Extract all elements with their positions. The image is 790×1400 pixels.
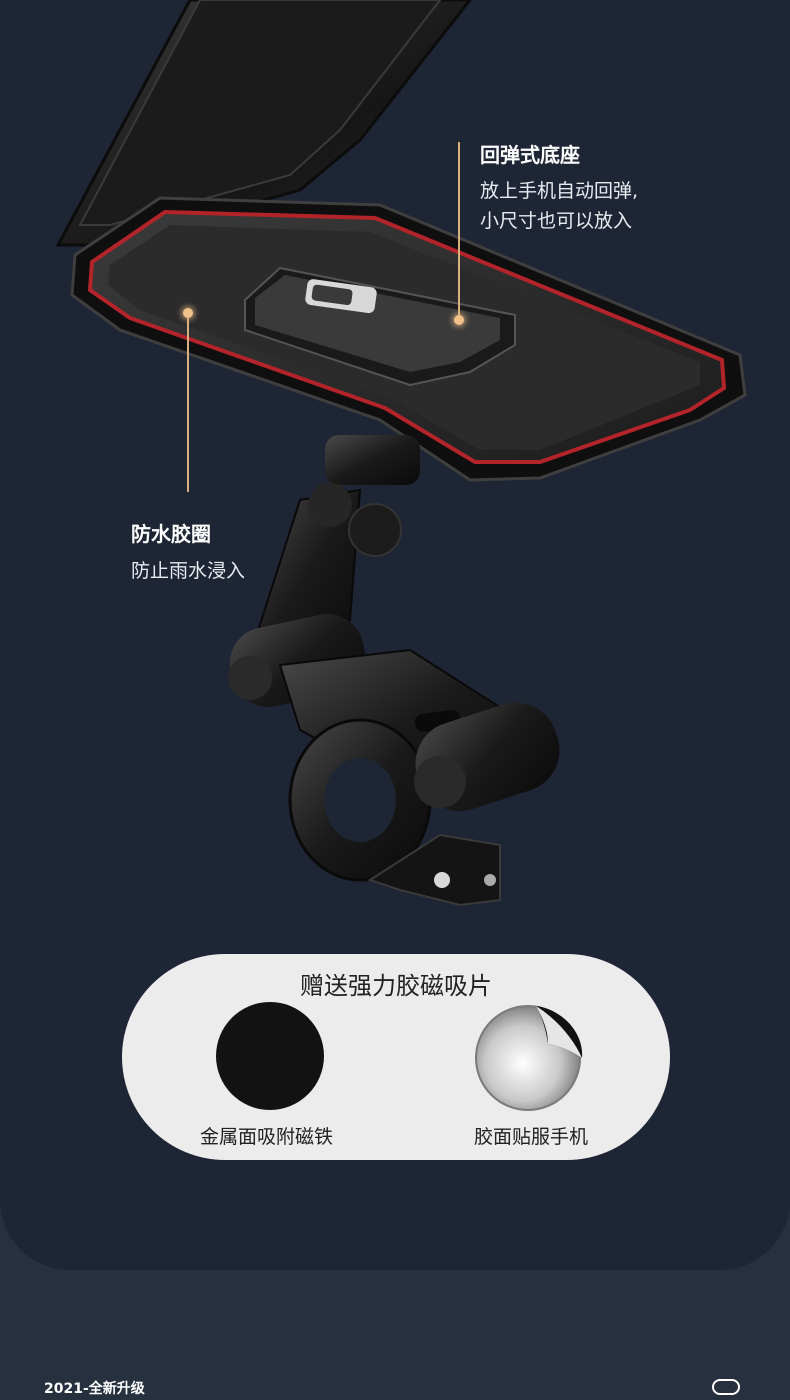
seal-callout-title: 防水胶圈 (131, 522, 211, 546)
base-callout-line-2: 小尺寸也可以放入 (480, 210, 633, 232)
magnet-disc-image (216, 1002, 324, 1110)
seal-callout-line-1: 防止雨水浸入 (131, 560, 246, 582)
seal-callout-dot (183, 308, 193, 318)
base-callout-line-1: 放上手机自动回弹, (480, 180, 639, 202)
base-callout-title: 回弹式底座 (480, 143, 580, 167)
adhesive-disc-label: 胶面贴服手机 (474, 1126, 589, 1148)
gift-card: 赠送强力胶磁吸片 金属面吸附磁铁 胶面贴服手机 (122, 954, 670, 1160)
seal-callout-line (187, 318, 189, 492)
gift-title: 赠送强力胶磁吸片 (300, 972, 492, 1000)
footer-pill-icon (712, 1379, 740, 1395)
footer-upgrade-text: 2021-全新升级 (44, 1381, 145, 1397)
adhesive-disc-image (475, 1005, 583, 1111)
base-callout-line (458, 142, 460, 318)
base-callout-dot (454, 315, 464, 325)
phone-holder-image (55, 0, 747, 907)
magnet-disc-label: 金属面吸附磁铁 (200, 1126, 334, 1148)
